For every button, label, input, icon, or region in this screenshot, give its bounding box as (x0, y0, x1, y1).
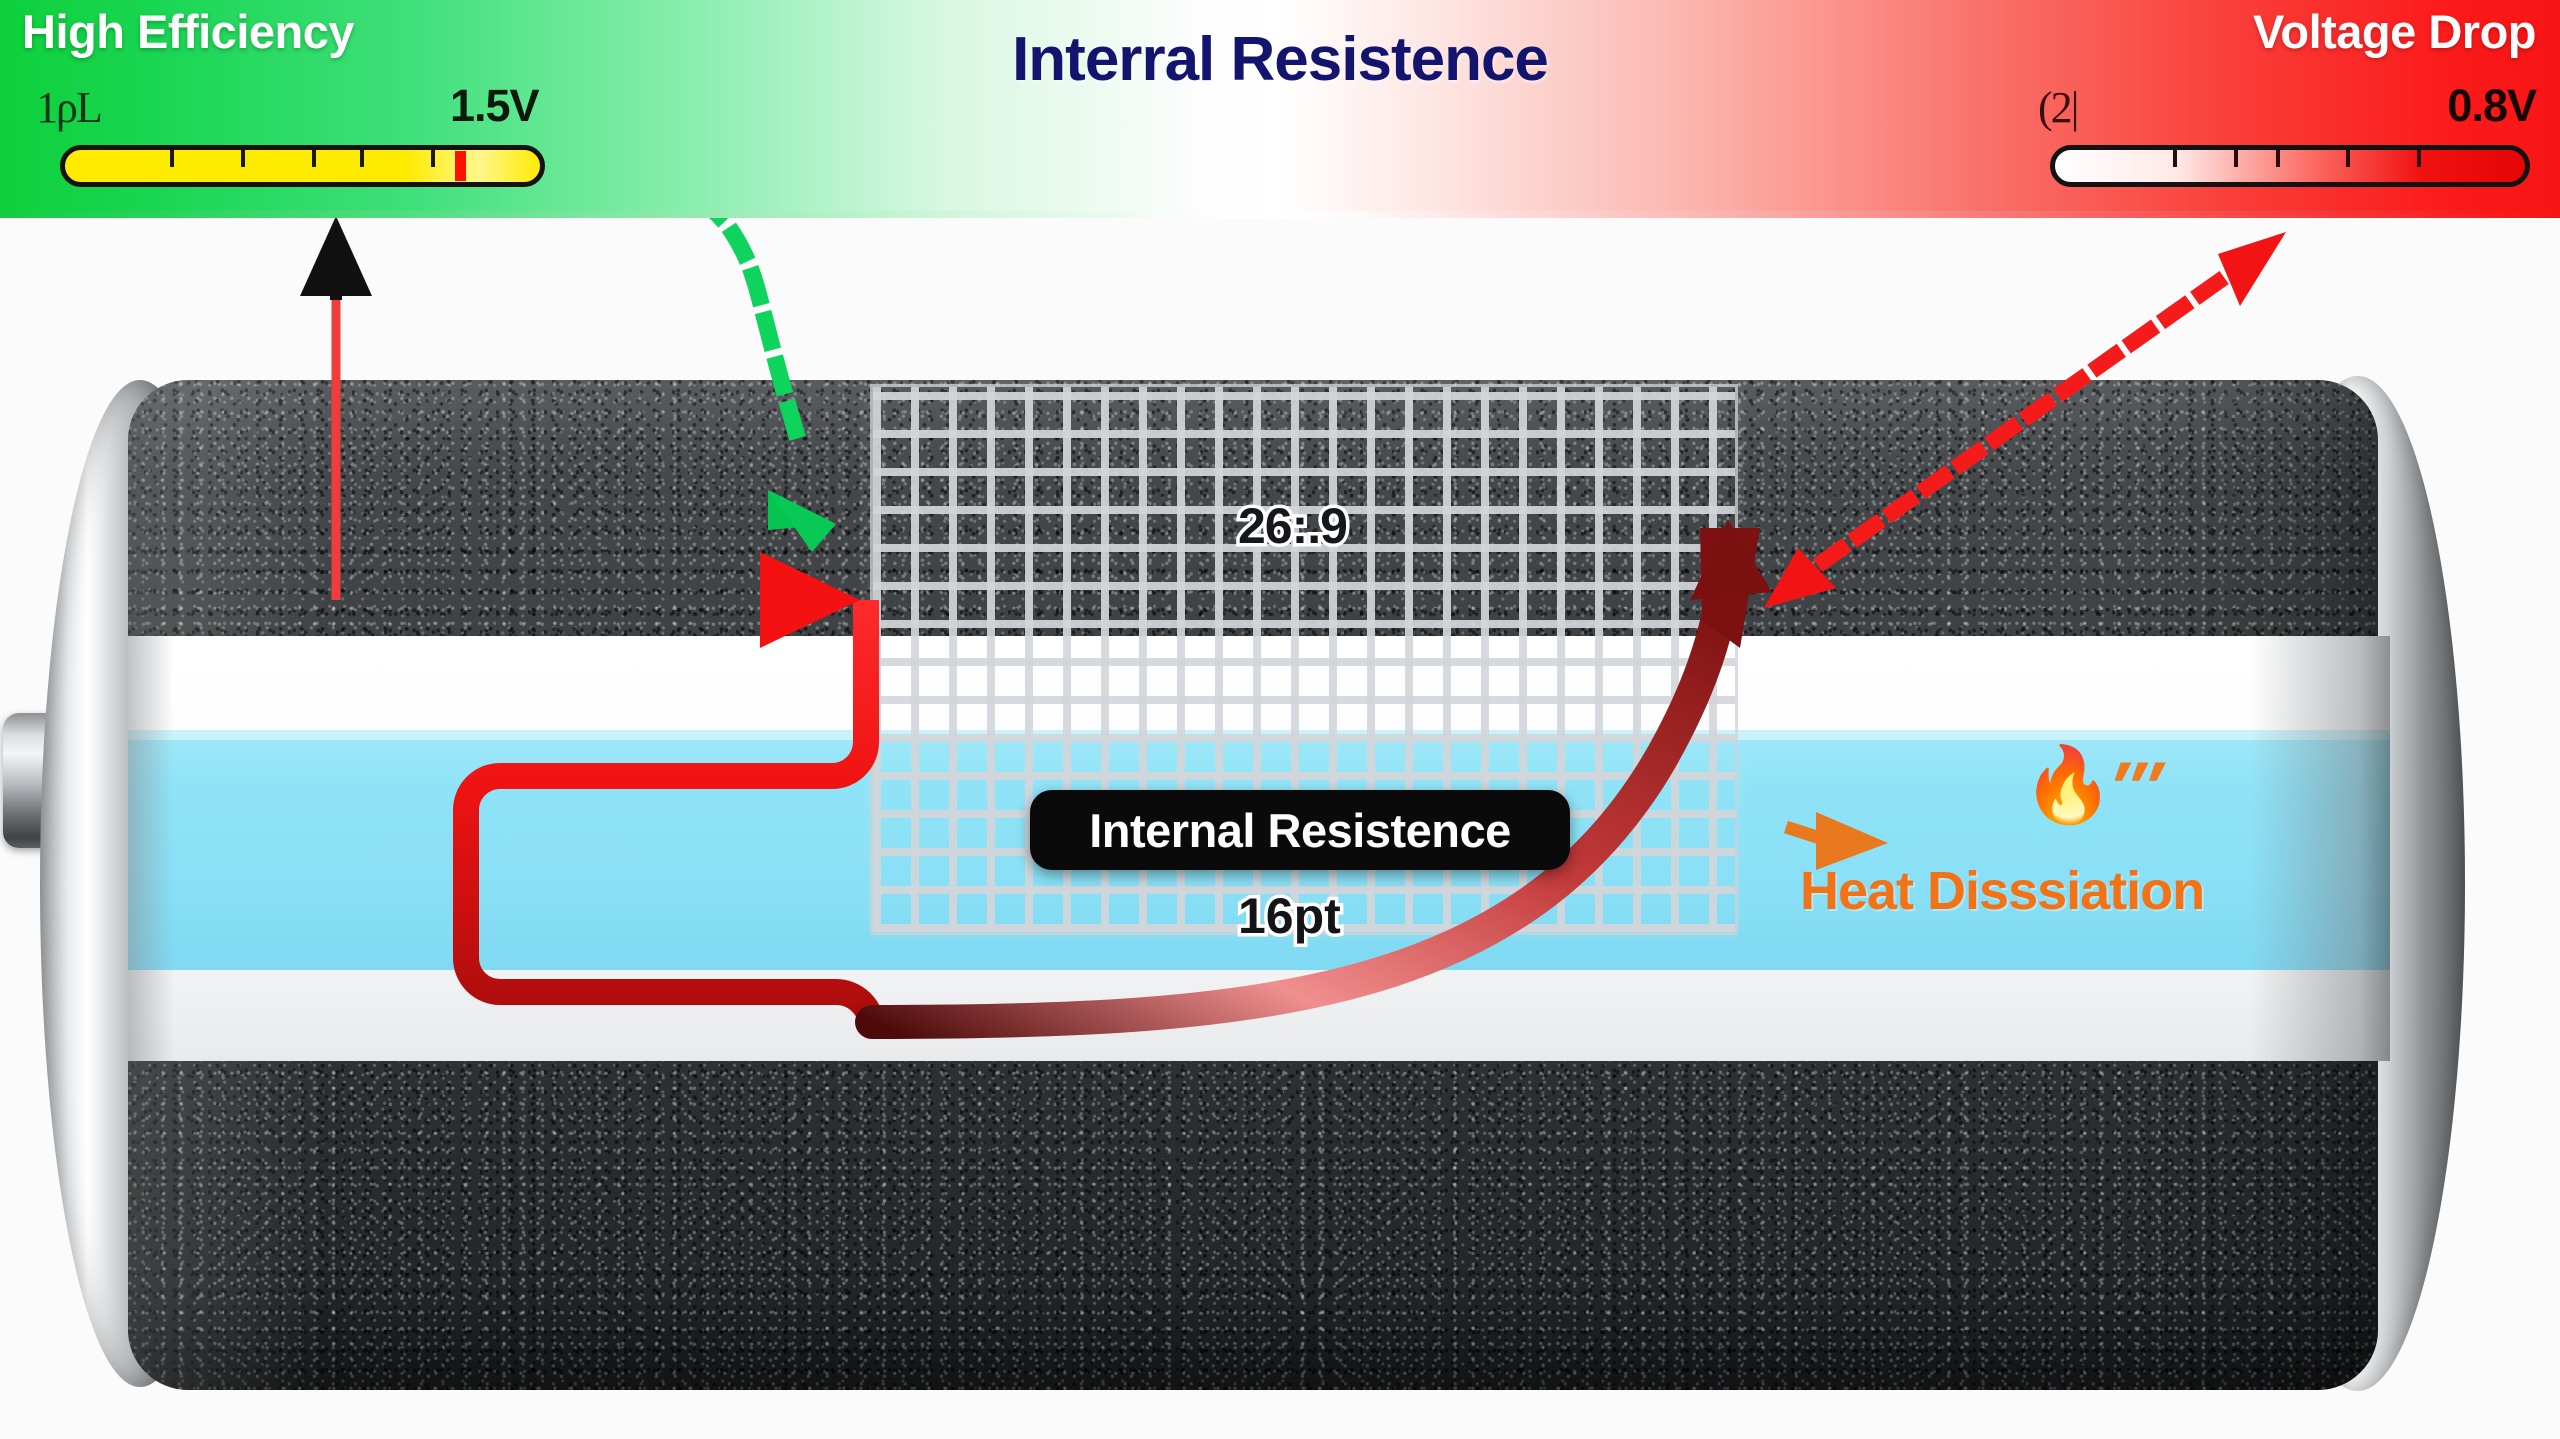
left-voltage-value: 1.5V (450, 80, 540, 131)
page-title: Interral Resistence (1012, 25, 1549, 94)
gauge-tick (359, 150, 364, 167)
voltage-drop-gauge[interactable] (2050, 145, 2530, 187)
flame-icon: 🔥 (2022, 743, 2115, 826)
left-unit-caption: 1ρL (36, 83, 103, 132)
gauge-tick (2416, 150, 2421, 167)
heat-dissipation-label: Heat Disssiation (1800, 861, 2205, 921)
right-unit-caption: (2| (2038, 83, 2079, 132)
header-gradient-bar: High Efficiency Interral Resistence Volt… (0, 0, 2560, 218)
gauge-tick (2346, 150, 2351, 167)
gauge-tick (2233, 150, 2238, 167)
efficiency-gauge[interactable] (60, 145, 545, 187)
gauge-tick (240, 150, 245, 167)
ohm-reading-label: 26:.9 (1235, 495, 1352, 558)
gauge-tick (312, 150, 316, 167)
internal-resistance-pill: Internal Resistence (1030, 790, 1570, 870)
pt-reading-label: 16pt (1235, 885, 1345, 948)
gauge-tick (169, 150, 174, 167)
gauge-marker (454, 151, 466, 181)
gauge-tick (2172, 150, 2177, 167)
label-right-shadow (2250, 636, 2390, 1061)
gauge-tick (2275, 150, 2280, 167)
voltage-drop-label: Voltage Drop (2253, 5, 2536, 58)
right-voltage-value: 0.8V (2447, 80, 2537, 131)
gauge-tick (430, 150, 435, 167)
label-left-shadow (128, 636, 174, 1061)
high-efficiency-label: High Efficiency (22, 5, 355, 58)
